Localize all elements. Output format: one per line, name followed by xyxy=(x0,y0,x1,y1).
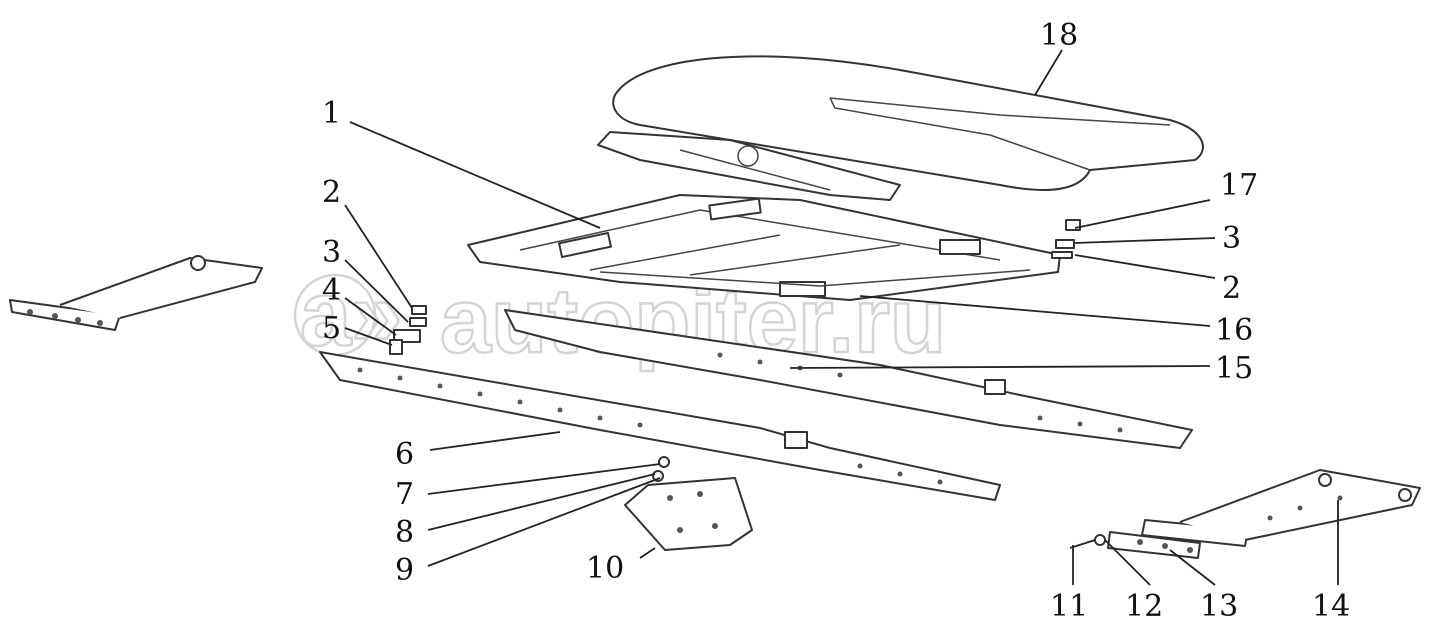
callout-3-right: 3 xyxy=(1222,221,1241,256)
callout-6: 6 xyxy=(395,437,414,472)
callout-2-left: 2 xyxy=(322,175,341,210)
callout-3-left: 3 xyxy=(322,235,341,270)
callout-8: 8 xyxy=(395,515,414,550)
callout-9: 9 xyxy=(395,553,414,588)
mounting-plate xyxy=(624,477,753,551)
callout-16: 16 xyxy=(1215,313,1253,348)
front-cross-member xyxy=(319,351,1001,501)
callout-18: 18 xyxy=(1040,18,1078,53)
seat-base-bracket xyxy=(597,131,901,201)
left-fastener-stack xyxy=(389,305,427,355)
callout-1: 1 xyxy=(322,96,341,131)
rear-cross-member xyxy=(504,309,1193,449)
callout-4: 4 xyxy=(322,273,341,308)
leader-lines xyxy=(344,49,1339,586)
release-lever xyxy=(599,269,1031,287)
callout-labels: 18 1 17 2 3 3 4 5 2 16 15 6 7 8 9 10 11 … xyxy=(322,18,1350,624)
bolt-nut-set xyxy=(652,456,670,482)
right-side-bracket xyxy=(1141,469,1421,547)
callout-15: 15 xyxy=(1215,351,1253,386)
callout-7: 7 xyxy=(395,477,414,512)
left-side-bracket xyxy=(9,255,263,331)
callout-5: 5 xyxy=(322,311,341,346)
callout-12: 12 xyxy=(1125,589,1163,624)
callout-13: 13 xyxy=(1200,589,1238,624)
bolt-washer xyxy=(1069,534,1106,549)
right-fastener-stack xyxy=(1051,219,1081,259)
watermark-logo: a» xyxy=(300,263,402,365)
callout-10: 10 xyxy=(586,551,624,586)
callout-11: 11 xyxy=(1050,589,1088,624)
callout-14: 14 xyxy=(1312,589,1350,624)
callout-17: 17 xyxy=(1220,168,1258,203)
seat-cushion xyxy=(612,55,1204,191)
callout-2-right: 2 xyxy=(1222,271,1241,306)
